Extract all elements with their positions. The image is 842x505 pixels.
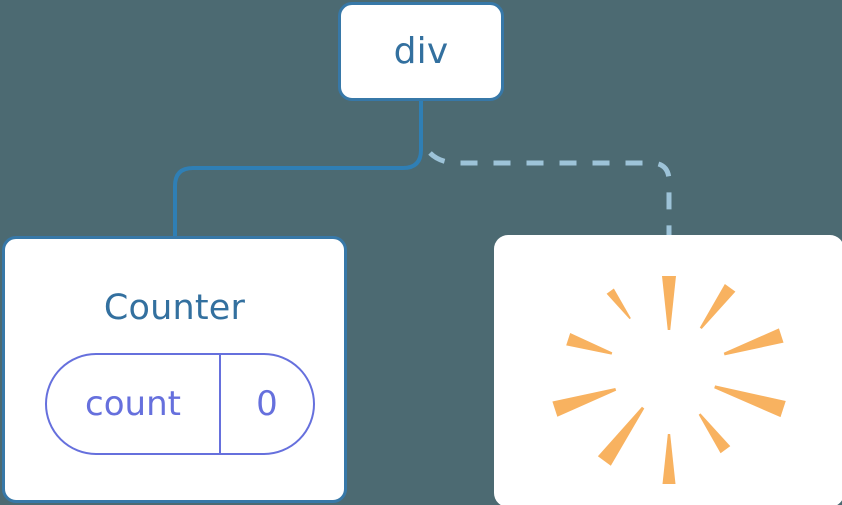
burst-ray-10 <box>606 287 631 319</box>
burst-ray-6 <box>662 433 676 484</box>
burst-ray-3 <box>723 327 784 355</box>
state-pill-key: count <box>47 355 221 453</box>
node-div-label: div <box>393 30 449 72</box>
state-pill-value: 0 <box>256 384 278 424</box>
burst-ray-1 <box>662 275 676 330</box>
edge-div-to-counter <box>173 99 423 238</box>
node-counter[interactable]: Counter count 0 <box>2 236 347 503</box>
burst-ray-5 <box>698 412 731 453</box>
state-pill-count[interactable]: count 0 <box>45 353 315 455</box>
burst-ray-8 <box>552 387 617 417</box>
burst-ray-9 <box>566 332 613 355</box>
node-burst[interactable] <box>494 235 842 505</box>
sparkle-burst-svg <box>552 275 786 484</box>
burst-ray-7 <box>597 406 645 466</box>
edge-div-to-burst <box>428 151 672 235</box>
node-counter-label: Counter <box>103 288 246 328</box>
sparkle-burst-icon <box>539 244 799 499</box>
burst-ray-4 <box>714 384 786 417</box>
burst-ray-2 <box>699 283 736 329</box>
node-div[interactable]: div <box>338 2 504 101</box>
